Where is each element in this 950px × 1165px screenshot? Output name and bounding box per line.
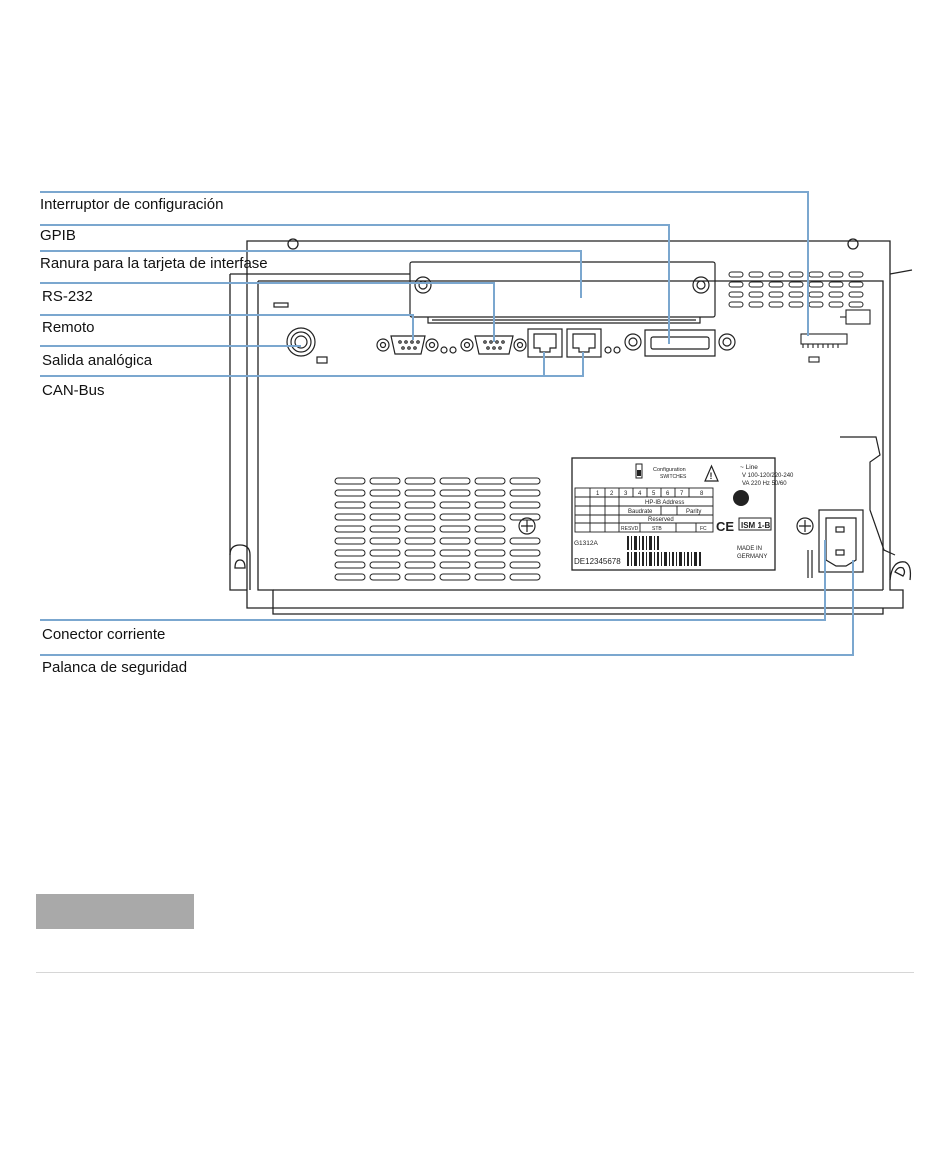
leader-interface-slot: [40, 250, 582, 298]
ground-screw-right: [796, 517, 814, 535]
nameplate: Configuration SWITCHES ! ~ Line V 100-12…: [571, 457, 794, 571]
rs232-connector: [460, 335, 527, 355]
config-subtitle: SWITCHES: [660, 474, 687, 480]
leader-config-switch: [40, 191, 809, 336]
reserved-label: Reserved: [648, 517, 674, 523]
label-rs232: RS-232: [42, 288, 93, 305]
label-interface-slot: Ranura para la tarjeta de interfase: [40, 255, 268, 272]
line-label: ~ Line: [740, 464, 758, 471]
label-can-bus: CAN-Bus: [42, 382, 105, 399]
label-analog-out: Salida analógica: [42, 352, 153, 369]
fc-label: FC: [700, 526, 707, 532]
callout-labels: Interruptor de configuración GPIB Ranura…: [40, 196, 268, 676]
power-connector: [807, 436, 896, 578]
gpib-connector: [624, 329, 736, 357]
warning-exclamation: !: [710, 471, 713, 481]
leader-security-lever: [40, 560, 854, 656]
analog-output-connector: [273, 302, 328, 364]
leader-can-bus: [40, 352, 584, 377]
stb-label: STB: [652, 526, 662, 532]
voltage-label: V 100-120/220-240: [742, 473, 794, 479]
switch-num-2: 2: [610, 491, 614, 497]
switch-table: [574, 487, 714, 533]
leader-lines: [40, 191, 854, 656]
switch-num-4: 4: [638, 491, 642, 497]
interface-slot: [409, 261, 716, 324]
switch-num-8: 8: [700, 491, 704, 497]
can-bus-connectors: [527, 328, 621, 358]
note-placeholder-block: [36, 894, 194, 929]
config-switch: [800, 333, 848, 363]
label-gpib: GPIB: [40, 227, 76, 244]
switch-num-6: 6: [666, 491, 670, 497]
label-remote: Remoto: [42, 319, 95, 336]
vent-grille-bottom: [334, 477, 541, 581]
leader-power-connector: [40, 540, 826, 621]
label-security-lever: Palanca de seguridad: [42, 659, 187, 676]
switch-num-3: 3: [624, 491, 628, 497]
side-clip: [840, 309, 871, 325]
certification-mark-icon: [733, 490, 749, 506]
vent-grille-top: [728, 271, 864, 308]
label-config-switch: Interruptor de configuración: [40, 196, 223, 213]
power-label: VA 220 Hz 50/60: [742, 481, 787, 487]
leader-gpib: [40, 224, 670, 344]
serial-number: DE12345678: [574, 557, 621, 566]
remote-connector: [376, 335, 457, 355]
country-label: GERMANY: [737, 554, 767, 560]
leader-remote: [40, 314, 414, 340]
label-power-connector: Conector corriente: [42, 626, 165, 643]
barcode-model: [627, 536, 659, 550]
parity-label: Parity: [686, 509, 701, 515]
made-in-label: MADE IN: [737, 546, 762, 552]
model-number: G1312A: [574, 540, 599, 547]
switch-num-1: 1: [596, 491, 600, 497]
baudrate-label: Baudrate: [628, 509, 653, 515]
resvd-label: RESVD: [621, 526, 639, 532]
switch-num-5: 5: [652, 491, 656, 497]
instrument-body: [229, 238, 913, 615]
hpib-address-label: HP-IB Address: [645, 500, 684, 506]
barcode-serial: [627, 552, 701, 566]
leader-rs232: [40, 282, 495, 342]
warning-triangle-icon: [704, 464, 719, 482]
switch-num-7: 7: [680, 491, 684, 497]
page-divider: [36, 972, 914, 973]
ism-label: ISM 1-B: [741, 521, 771, 530]
config-title: Configuration: [653, 467, 686, 473]
ground-screw-left: [518, 517, 536, 535]
ce-mark: CE: [716, 519, 734, 534]
